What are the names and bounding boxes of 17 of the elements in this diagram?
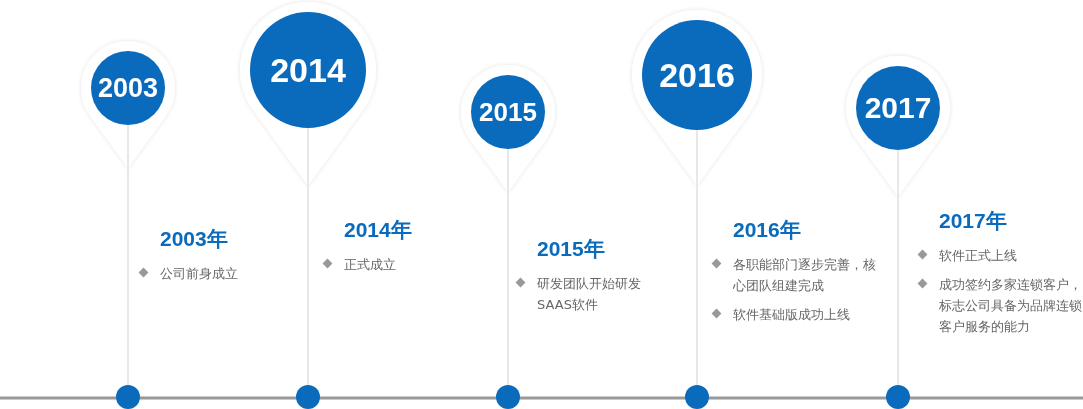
milestone-text: 软件基础版成功上线: [711, 304, 881, 325]
timeline-dot: [685, 385, 709, 409]
milestone-text: 公司前身成立: [138, 263, 288, 284]
year-heading: 2015年: [536, 236, 606, 262]
timeline-dot: [496, 385, 520, 409]
milestone-text: 正式成立: [322, 254, 497, 275]
year-heading: 2016年: [732, 217, 802, 243]
timeline-dot: [116, 385, 140, 409]
year-heading: 2017年: [938, 208, 1008, 234]
milestone-text: 各职能部门逐步完善，核心团队组建完成: [711, 254, 881, 296]
milestone-text: 成功签约多家连锁客户，标志公司具备为品牌连锁客户服务的能力: [917, 274, 1083, 337]
year-heading: 2003年: [159, 226, 229, 252]
milestone-text: 研发团队开始研发SAAS软件: [515, 273, 675, 315]
timeline-dot: [886, 385, 910, 409]
milestone-text: 软件正式上线: [917, 245, 1083, 266]
year-heading: 2014年: [343, 217, 413, 243]
timeline-dot: [296, 385, 320, 409]
